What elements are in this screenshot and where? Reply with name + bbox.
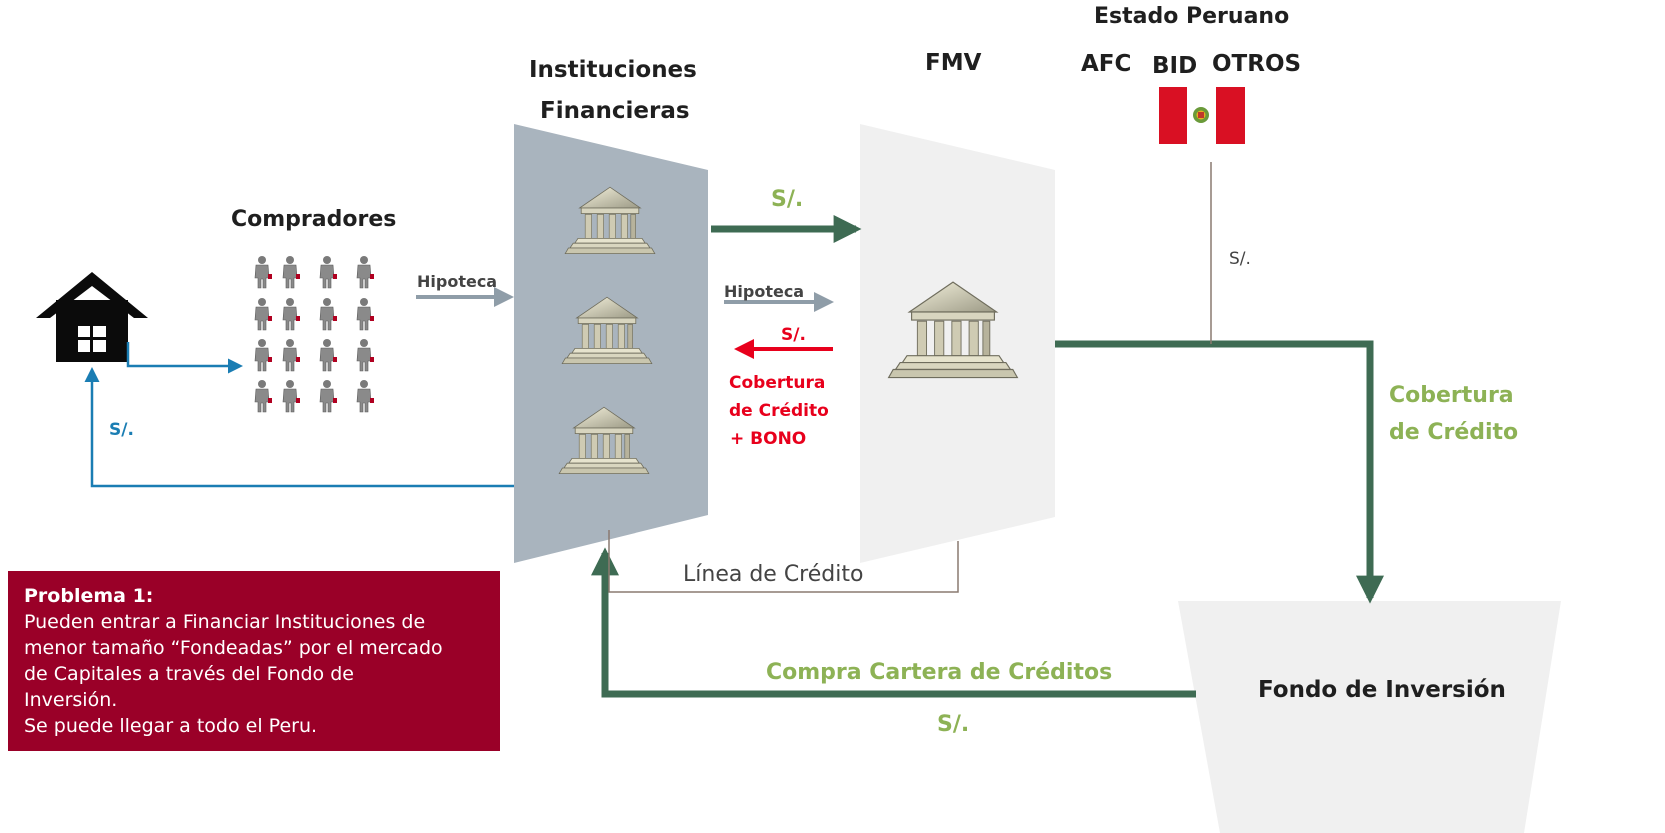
fondo-label: Fondo de Inversión (1258, 677, 1506, 703)
problem-line: de Capitales a través del Fondo de (24, 663, 354, 685)
problem-line: Inversión. (24, 689, 118, 711)
linea-credito-label: Línea de Crédito (683, 562, 864, 587)
person-icon (356, 297, 375, 331)
compra-cartera-label: Compra Cartera de Créditos (766, 660, 1113, 685)
otros-label: OTROS (1212, 51, 1302, 77)
house-icon (36, 272, 148, 362)
person-icon (282, 338, 301, 372)
person-icon (319, 255, 338, 289)
person-icon (356, 255, 375, 289)
person-icon (254, 379, 273, 413)
bid-label: BID (1152, 53, 1198, 79)
money-to-house-arrow (84, 367, 514, 488)
person-icon (282, 379, 301, 413)
fondo-funnel (1178, 601, 1561, 833)
fmv-label: FMV (925, 50, 982, 76)
person-icon (356, 338, 375, 372)
person-icon (254, 297, 273, 331)
compradores-group (254, 255, 375, 413)
fondo-to-if-arrow (591, 547, 1196, 698)
person-icon (282, 297, 301, 331)
peru-flag-icon (1159, 87, 1245, 144)
cobertura-green-line2: de Crédito (1389, 420, 1519, 445)
problem-line: Se puede llegar a todo el Peru. (24, 715, 318, 737)
person-icon (319, 379, 338, 413)
person-icon (254, 338, 273, 372)
hipoteca-label-2: Hipoteca (724, 282, 805, 301)
problem-box: Problema 1: Pueden entrar a Financiar In… (8, 571, 500, 751)
soles-if-to-fmv-label: S/. (771, 187, 804, 212)
person-icon (282, 255, 301, 289)
soles-fmv-to-if-label: S/. (781, 325, 806, 345)
cobertura-red-line3: + BONO (730, 429, 807, 449)
cobertura-red-line2: de Crédito (729, 401, 829, 421)
financieras-label: Financieras (540, 98, 690, 124)
afc-label: AFC (1081, 51, 1132, 77)
problem-line: Pueden entrar a Financiar Instituciones … (24, 611, 426, 633)
linea-credito-line (608, 530, 959, 593)
cobertura-green-line1: Cobertura (1389, 383, 1514, 408)
person-icon (319, 297, 338, 331)
fmv-to-fondo-arrow (1055, 340, 1384, 604)
estado-peruano-label: Estado Peruano (1094, 4, 1290, 29)
soles-bottom-label: S/. (937, 712, 970, 737)
compradores-label: Compradores (231, 207, 397, 232)
person-icon (319, 338, 338, 372)
person-icon (356, 379, 375, 413)
house-to-buyers-arrow (126, 342, 243, 374)
problem-title: Problema 1: (24, 585, 154, 607)
problem-line: menor tamaño “Fondeadas” por el mercado (24, 637, 443, 659)
person-icon (254, 255, 273, 289)
hipoteca-label-1: Hipoteca (417, 272, 498, 291)
soles-estado-label: S/. (1229, 249, 1251, 269)
cobertura-red-line1: Cobertura (729, 373, 826, 393)
soles-house-label: S/. (109, 420, 134, 440)
instituciones-label: Instituciones (529, 57, 697, 83)
